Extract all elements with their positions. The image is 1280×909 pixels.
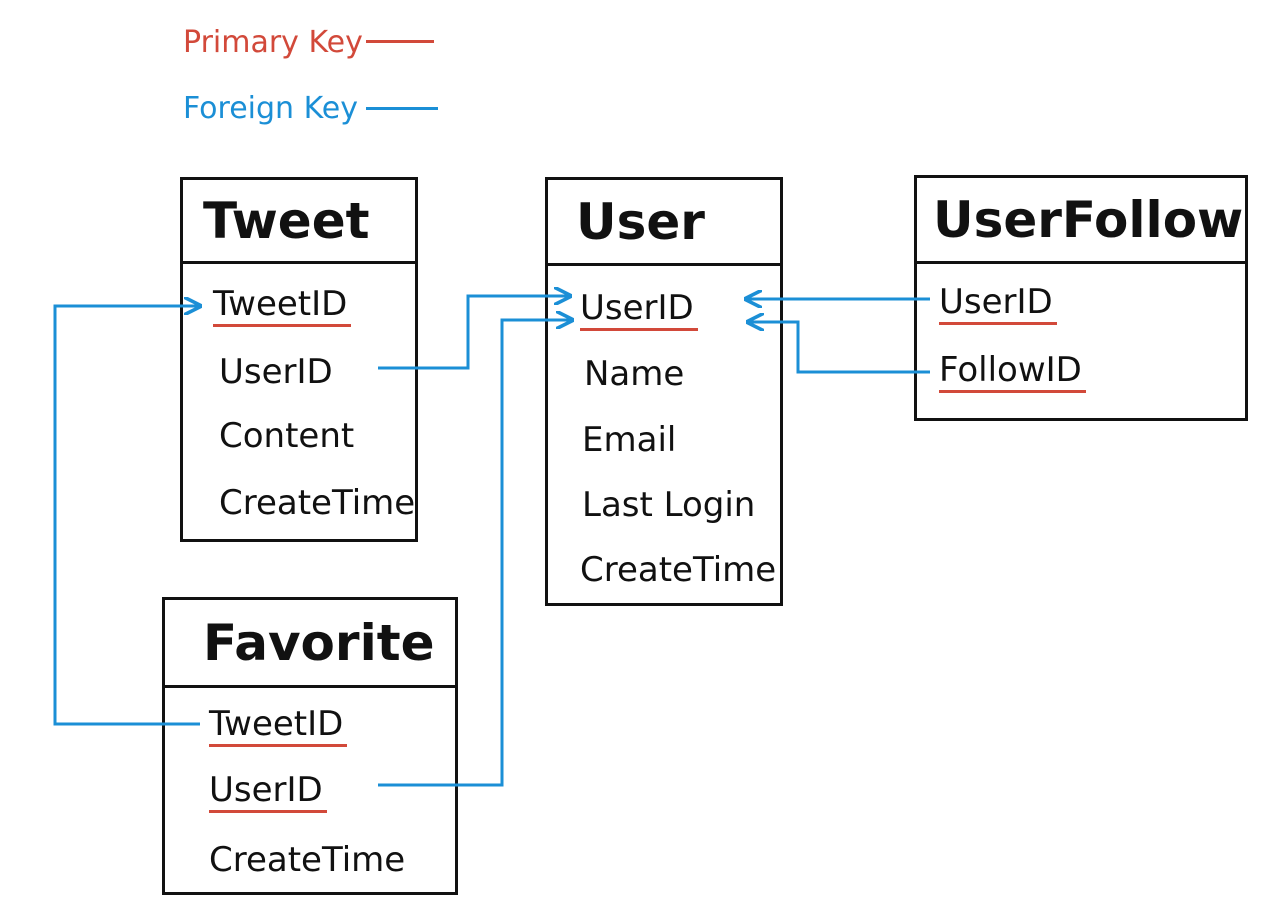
legend-primary-key-line: [366, 40, 434, 43]
field-favorite-tweetid: TweetID: [209, 704, 348, 747]
entity-title: UserFollow: [917, 178, 1245, 264]
entity-title: Favorite: [165, 600, 455, 688]
field-favorite-userid: UserID: [209, 770, 327, 813]
entity-userfollow: UserFollow UserID FollowID: [914, 175, 1248, 421]
field-favorite-createtime: CreateTime: [209, 840, 406, 880]
field-tweet-tweetid: TweetID: [213, 284, 352, 327]
field-user-email: Email: [582, 420, 677, 460]
legend-primary-key-label: Primary Key: [183, 25, 363, 60]
field-userfollow-userid: UserID: [939, 282, 1057, 325]
entity-favorite: Favorite TweetID UserID CreateTime: [162, 597, 458, 895]
field-userfollow-followid: FollowID: [939, 350, 1086, 393]
field-tweet-content: Content: [219, 416, 355, 456]
entity-user: User UserID Name Email Last Login Create…: [545, 177, 783, 606]
field-user-name: Name: [584, 354, 685, 394]
field-tweet-userid: UserID: [219, 352, 333, 392]
legend-foreign-key-line: [366, 107, 438, 110]
entity-title: User: [548, 180, 780, 266]
legend-foreign-key-label: Foreign Key: [183, 91, 358, 126]
field-user-lastlogin: Last Login: [582, 485, 756, 525]
field-user-userid: UserID: [580, 288, 698, 331]
field-user-createtime: CreateTime: [580, 550, 777, 590]
entity-tweet: Tweet TweetID UserID Content CreateTime: [180, 177, 418, 542]
field-tweet-createtime: CreateTime: [219, 483, 416, 523]
entity-title: Tweet: [183, 180, 415, 264]
